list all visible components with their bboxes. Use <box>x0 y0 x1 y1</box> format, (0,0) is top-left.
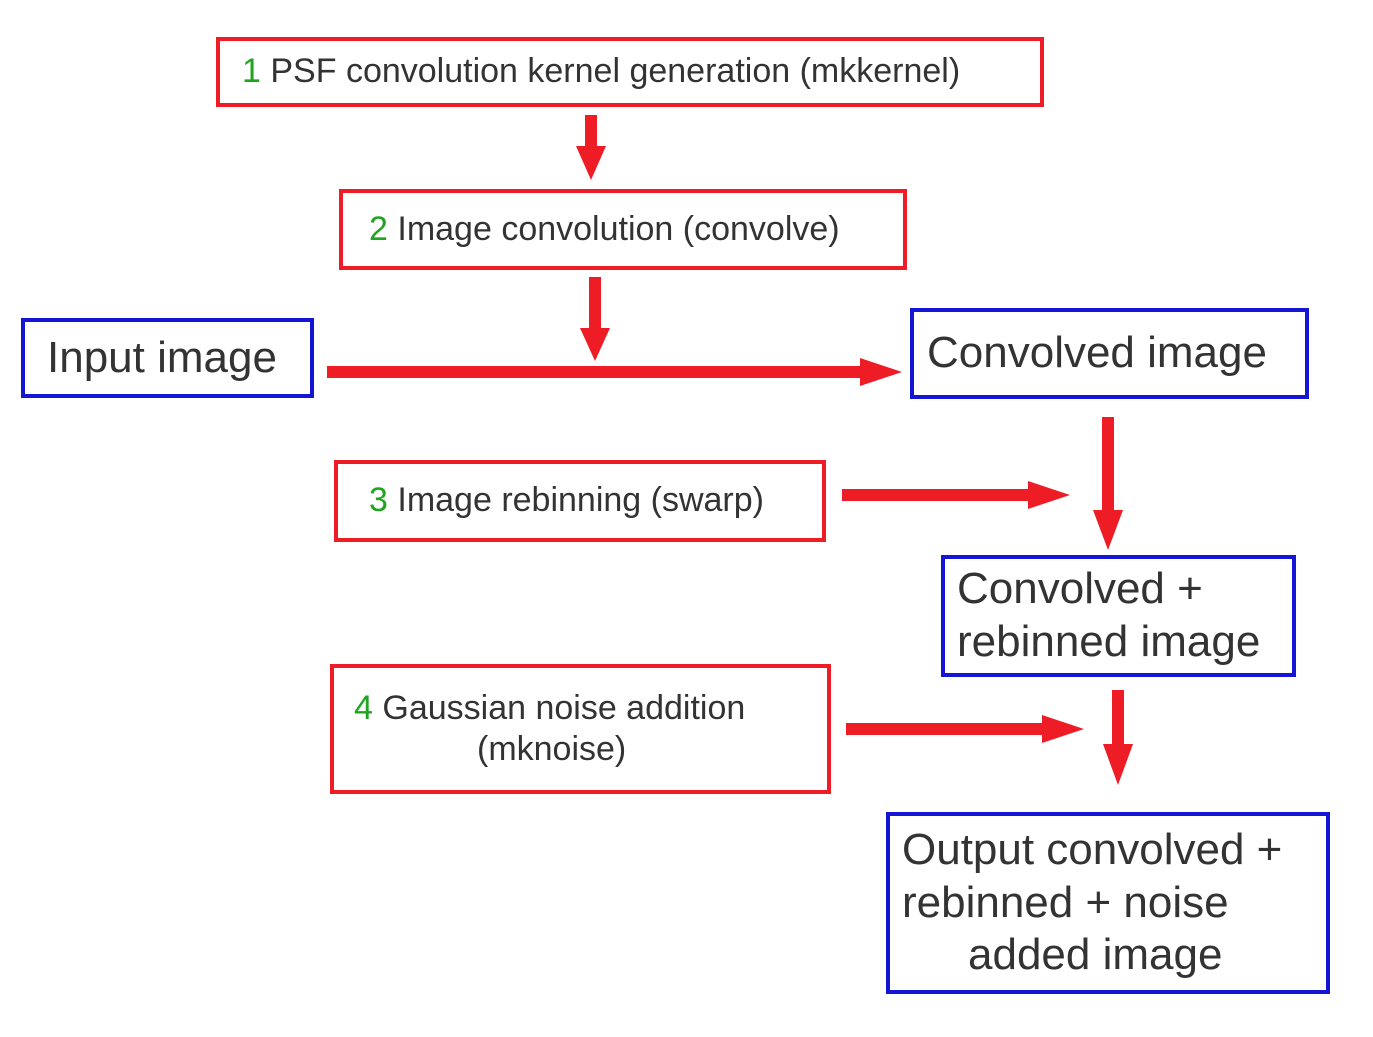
arrow-step4-to-flow <box>846 715 1084 743</box>
step-2-box: 2 Image convolution (convolve) <box>339 189 907 270</box>
arrow-input-to-convolved <box>327 358 902 386</box>
step-4-label: Gaussian noise addition <box>382 688 746 727</box>
output-image-line-3: added image <box>968 930 1223 980</box>
step-2-label: Image convolution (convolve) <box>397 209 840 248</box>
arrow-step3-to-flow <box>842 481 1070 509</box>
step-3-box: 3 Image rebinning (swarp) <box>334 460 826 542</box>
output-image-box: Output convolved + rebinned + noise adde… <box>886 812 1330 994</box>
step-3-label: Image rebinning (swarp) <box>397 481 764 520</box>
convolved-image-label: Convolved image <box>927 328 1267 378</box>
output-image-line-2: rebinned + noise <box>902 877 1229 927</box>
step-4-text: 4 Gaussian noise addition <box>354 688 827 729</box>
step-2-text: 2 Image convolution (convolve) <box>369 209 903 250</box>
arrow-step2-to-flow <box>580 277 610 361</box>
arrow-rebinned-to-output <box>1103 690 1133 785</box>
output-image-line-1: Output convolved + <box>902 824 1283 874</box>
step-1-box: 1 PSF convolution kernel generation (mkk… <box>216 37 1044 107</box>
input-image-box: Input image <box>21 318 314 398</box>
arrow-convolved-to-rebinned <box>1093 417 1123 550</box>
step-4-label-line-2: (mknoise) <box>477 730 627 768</box>
step-1-text: 1 PSF convolution kernel generation (mkk… <box>242 51 1040 92</box>
rebinned-image-line-1: Convolved + <box>957 564 1203 614</box>
step-3-number: 3 <box>369 481 388 520</box>
arrow-step1-to-step2 <box>576 115 606 180</box>
step-4-number: 4 <box>354 688 373 727</box>
rebinned-image-box: Convolved + rebinned image <box>941 555 1296 677</box>
rebinned-image-line-2: rebinned image <box>957 617 1261 666</box>
convolved-image-box: Convolved image <box>910 308 1309 399</box>
step-4-box: 4 Gaussian noise addition (mknoise) <box>330 664 831 794</box>
step-3-text: 3 Image rebinning (swarp) <box>369 480 822 521</box>
step-1-number: 1 <box>242 52 261 91</box>
step-1-label: PSF convolution kernel generation (mkker… <box>270 52 961 91</box>
step-2-number: 2 <box>369 209 388 248</box>
input-image-label: Input image <box>47 332 277 382</box>
